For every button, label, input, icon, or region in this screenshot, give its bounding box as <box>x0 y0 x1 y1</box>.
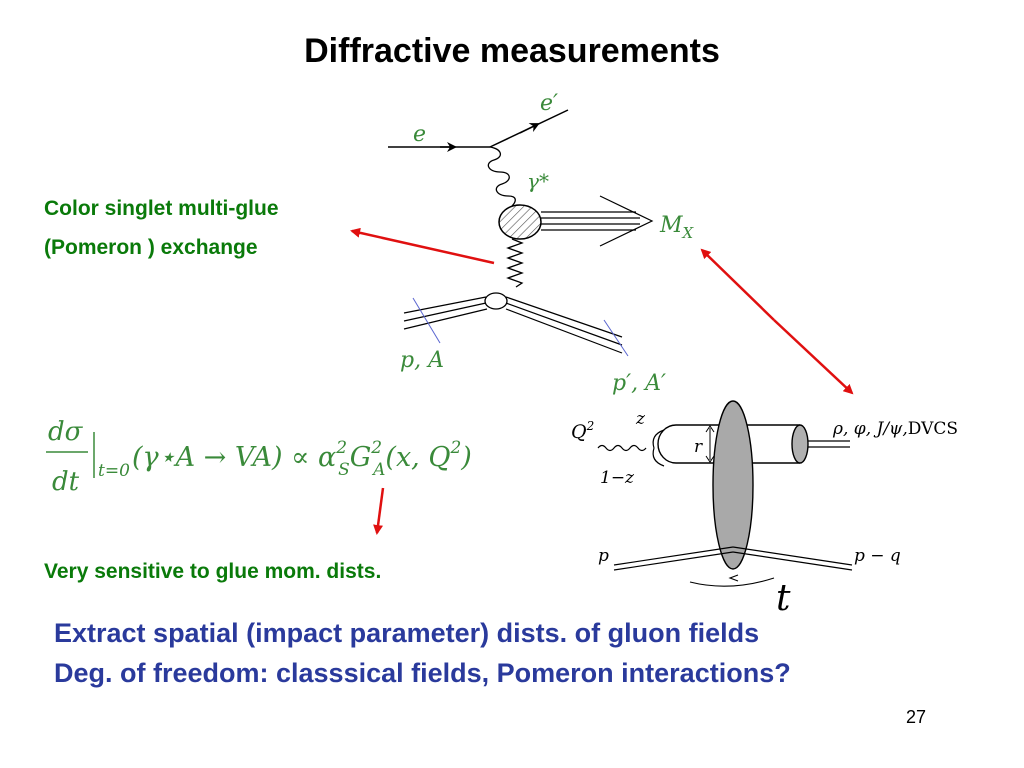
label-photon: γ* <box>527 169 549 193</box>
pomeron-zigzag <box>506 238 524 288</box>
arrow-to-pomeron-label <box>350 227 495 265</box>
formula-numerator: dσ <box>48 417 84 447</box>
sensitive-label: Very sensitive to glue mom. dists. <box>44 560 382 583</box>
formula-denominator: dt <box>52 467 80 497</box>
label-z: z <box>635 409 646 429</box>
virtual-photon-line <box>487 146 516 207</box>
proton-vertex <box>484 292 508 310</box>
formula-bar-sub: t=0 <box>98 461 130 481</box>
label-e-in: e <box>413 122 426 147</box>
label-vector-mesons: ρ, φ, J/ψ,DVCS <box>832 419 958 439</box>
interaction-blob <box>498 204 542 240</box>
target-ellipse <box>712 400 754 570</box>
bottom-text-line1: Extract spatial (impact parameter) dists… <box>54 618 760 648</box>
label-p-right: p − q <box>854 546 901 566</box>
label-p-left: p <box>598 546 609 566</box>
arrow-to-dipole <box>773 319 854 395</box>
label-one-minus-z: 1−z <box>600 468 635 488</box>
color-singlet-label-line2: (Pomeron ) exchange <box>44 236 258 259</box>
arrow-to-mx <box>700 248 775 321</box>
mx-arrow <box>599 195 654 247</box>
dipole-photon-wavy <box>597 444 647 452</box>
label-q2: Q2 <box>571 419 594 443</box>
label-mx: MX <box>659 213 695 242</box>
label-e-out: e′ <box>540 91 558 116</box>
label-p-out: p′, A′ <box>612 371 666 396</box>
arrow-to-sensitive-label <box>373 487 385 535</box>
label-r: r <box>694 437 703 457</box>
electron-out-arrow <box>519 123 540 134</box>
bottom-text-line2: Deg. of freedom: classsical fields, Pome… <box>54 658 791 688</box>
feynman-diagram: e e′ γ* MX p, A p′, A′ <box>388 91 695 396</box>
slide-title: Diffractive measurements <box>304 32 720 70</box>
dipole-cap <box>791 424 809 464</box>
label-t: t <box>776 578 791 619</box>
page-number: 27 <box>906 707 927 727</box>
color-singlet-label-line1: Color singlet multi-glue <box>44 197 279 220</box>
dipole-diagram: Q2 z 1−z r ρ, φ, J/ψ,DVCS p p − q t <box>571 400 958 619</box>
label-p-in: p, A <box>400 348 444 373</box>
